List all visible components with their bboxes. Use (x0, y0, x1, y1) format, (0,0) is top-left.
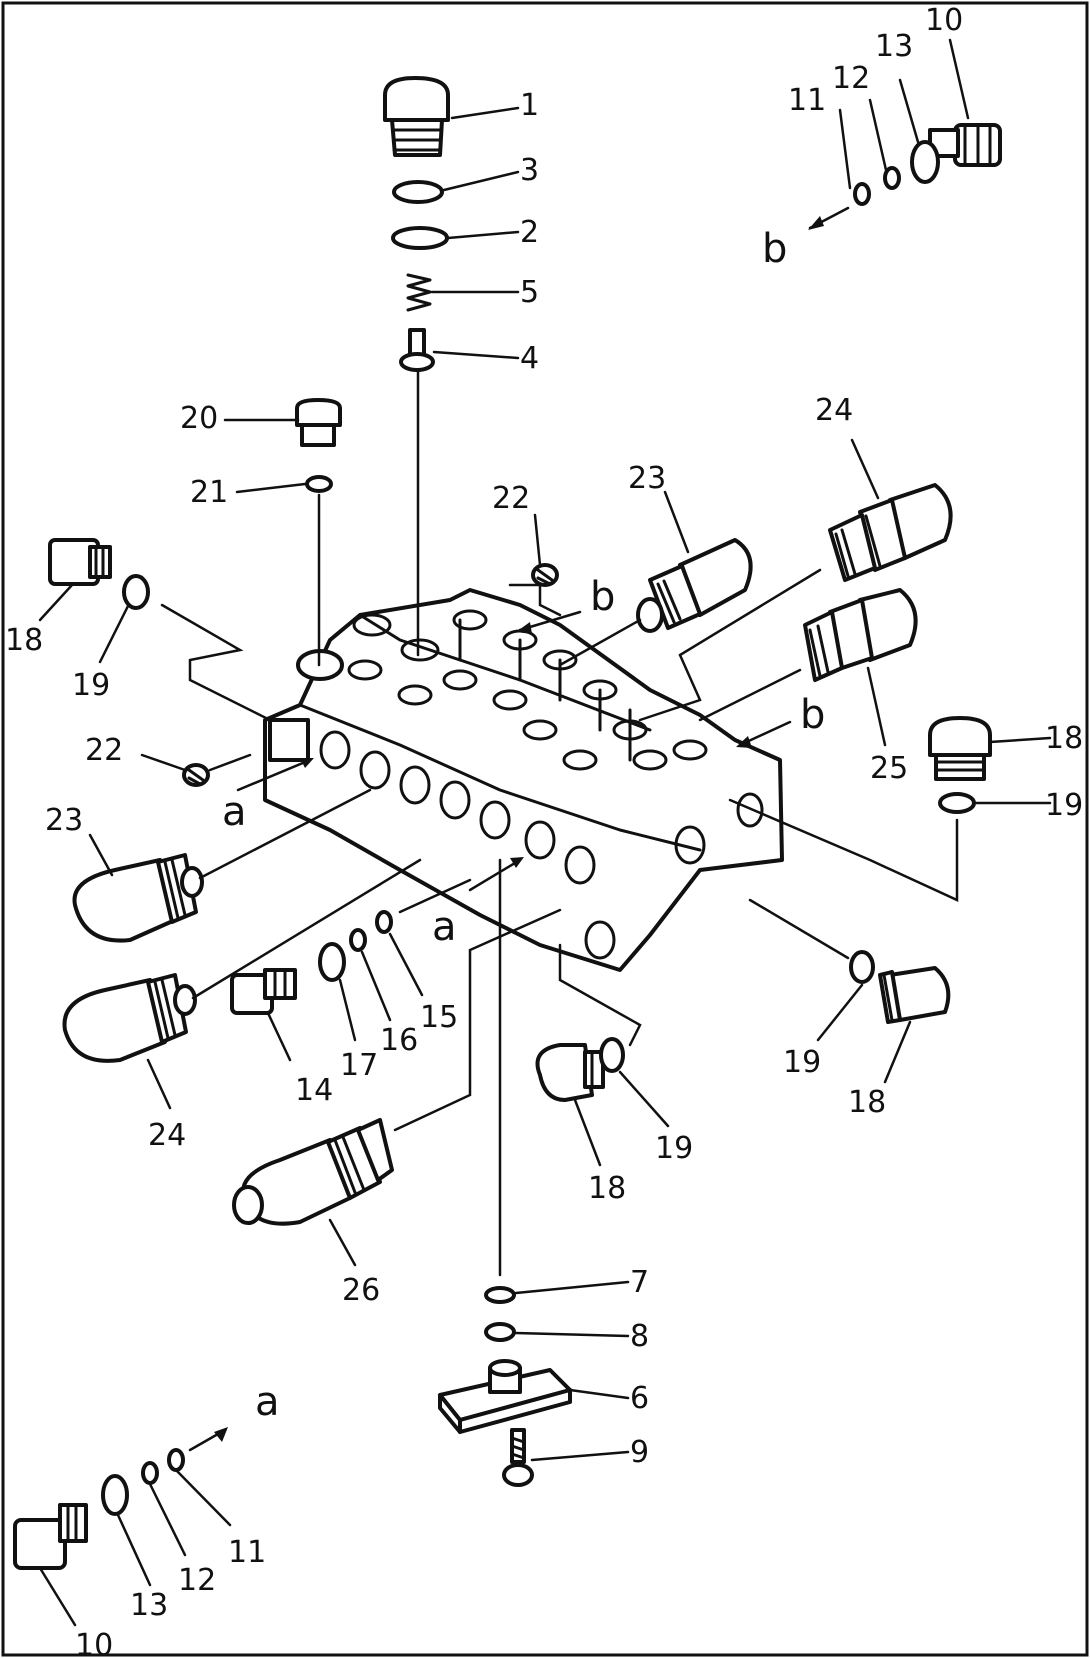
callout-14: 14 (295, 1073, 333, 1108)
callout-13-top: 13 (875, 29, 913, 64)
valve-24-top-icon (828, 483, 953, 582)
callout-18-lower-mid: 18 (588, 1171, 626, 1206)
ring-12-top-icon (883, 166, 901, 190)
plug-10-bottom-icon (13, 1503, 88, 1570)
callout-19-lower-right: 19 (783, 1045, 821, 1080)
callout-25: 25 (870, 751, 908, 786)
plug-20-icon (295, 398, 342, 447)
ring-11-top-icon (853, 182, 871, 206)
callout-2: 2 (520, 215, 539, 250)
ring-19-lower-right-icon (849, 950, 875, 984)
callout-16: 16 (380, 1023, 418, 1058)
callout-leaders (38, 38, 1052, 1627)
callout-24-left: 24 (148, 1118, 186, 1153)
plug-18-right-icon (928, 716, 992, 781)
ring-2-icon (391, 226, 449, 250)
bolt-9-icon (502, 1428, 534, 1487)
callout-24-top: 24 (815, 393, 853, 428)
ref-letter-b-mid: b (590, 574, 615, 620)
callout-13-bottom: 13 (130, 1588, 168, 1623)
plug-18-left-icon (48, 538, 112, 586)
plug-1-icon (383, 76, 450, 157)
callout-12-bottom: 12 (178, 1563, 216, 1598)
plug-18-lower-mid-icon (535, 1043, 605, 1102)
ring-8-icon (484, 1322, 516, 1342)
callout-21: 21 (190, 475, 228, 510)
callout-23-top: 23 (628, 461, 666, 496)
ring-15-icon (375, 910, 393, 934)
plug-14-icon (230, 968, 297, 1015)
plug-18-lower-right-icon (878, 966, 951, 1024)
callout-18-left: 18 (5, 623, 43, 658)
ring-17-icon (318, 942, 346, 982)
callout-1: 1 (520, 88, 539, 123)
callout-17: 17 (340, 1048, 378, 1083)
ring-7-icon (484, 1286, 516, 1304)
ref-letter-a-mid: a (432, 904, 457, 950)
valve-23-left-icon (72, 853, 204, 943)
valve-25-icon (803, 588, 918, 682)
callout-22-left: 22 (85, 733, 123, 768)
valve-23-top-icon (636, 538, 753, 633)
callout-6: 6 (630, 1381, 649, 1416)
pin-4-icon (399, 328, 435, 372)
callout-19-lower-mid: 19 (655, 1131, 693, 1166)
callout-9: 9 (630, 1435, 649, 1470)
ring-13-top-icon (910, 140, 940, 184)
callout-19-right: 19 (1045, 788, 1083, 823)
callout-23-left: 23 (45, 803, 83, 838)
callout-3: 3 (520, 153, 539, 188)
callout-15: 15 (420, 1000, 458, 1035)
callout-18-right: 18 (1045, 721, 1083, 756)
ring-21-icon (305, 475, 333, 493)
plug-10-top-icon (928, 123, 1002, 167)
ring-13-bottom-icon (101, 1474, 129, 1516)
ring-16-icon (349, 928, 367, 952)
callout-4: 4 (520, 341, 539, 376)
callout-10-bottom: 10 (75, 1628, 113, 1658)
ring-19-right-icon (938, 792, 976, 814)
callout-10-top: 10 (925, 3, 963, 38)
callout-5: 5 (520, 275, 539, 310)
callout-20: 20 (180, 401, 218, 436)
ring-19-left-icon (122, 574, 150, 610)
callout-11-bottom: 11 (228, 1535, 266, 1570)
callout-22-top: 22 (492, 481, 530, 516)
ring-19-lower-mid-icon (599, 1037, 625, 1073)
valve-body (263, 588, 784, 972)
callout-7: 7 (630, 1265, 649, 1300)
ref-letter-b-right: b (800, 692, 825, 738)
screw-22-left-icon (182, 763, 210, 787)
ref-letter-b-top: b (762, 226, 787, 272)
spring-5-icon (406, 273, 432, 312)
valve-26-icon (232, 1118, 394, 1226)
ring-3-icon (392, 180, 444, 204)
callout-12-top: 12 (832, 61, 870, 96)
ref-letter-a-bottom: a (255, 1379, 280, 1425)
plate-6-icon (438, 1359, 572, 1434)
ref-letter-a-left: a (222, 789, 247, 835)
valve-24-left-icon (62, 973, 197, 1063)
ring-11-bottom-icon (167, 1448, 185, 1472)
callout-18-lower-right: 18 (848, 1085, 886, 1120)
callout-8: 8 (630, 1319, 649, 1354)
callout-26: 26 (342, 1273, 380, 1308)
callout-11-top: 11 (788, 83, 826, 118)
screw-22-top-icon (531, 563, 559, 587)
ring-12-bottom-icon (141, 1461, 159, 1485)
callout-19-left: 19 (72, 668, 110, 703)
